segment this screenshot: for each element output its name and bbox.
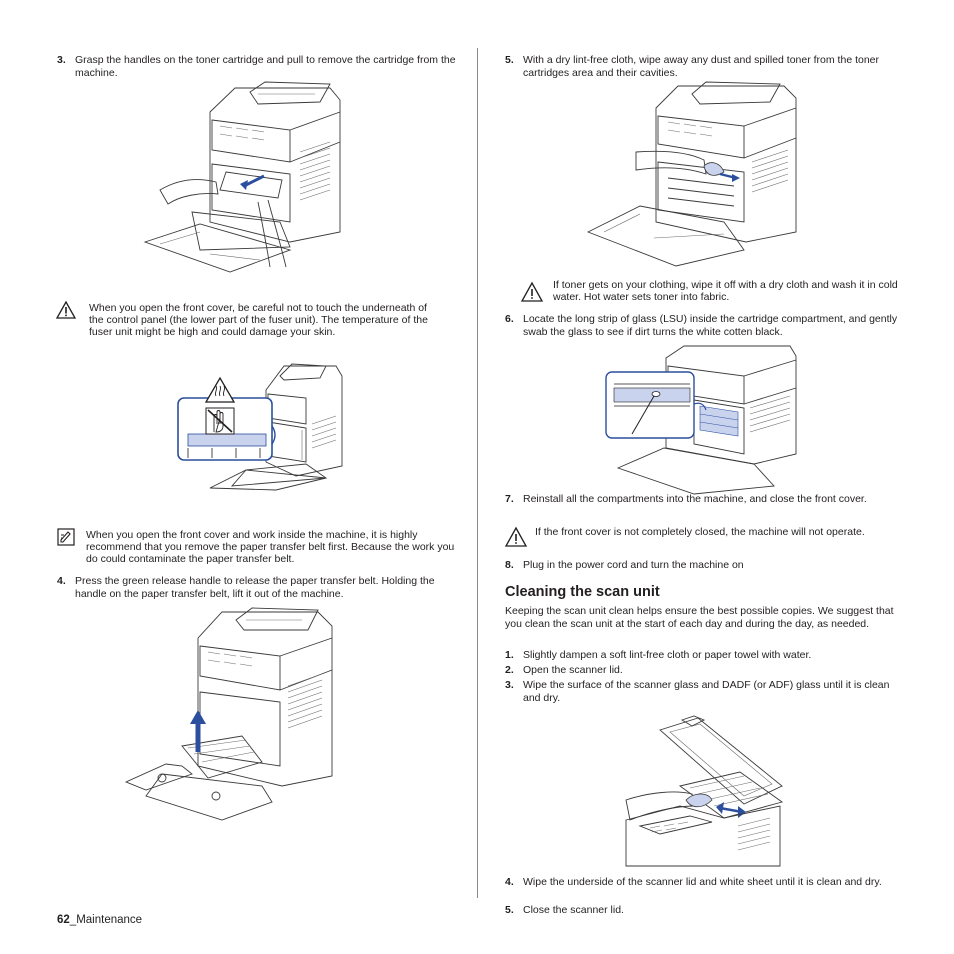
section-heading: Cleaning the scan unit: [505, 584, 660, 600]
figure-lift-transfer-belt: [124, 607, 333, 821]
step-number: 5.: [505, 904, 514, 916]
step-3-remove-toner: 3. Grasp the handles on the toner cartri…: [57, 54, 457, 79]
scan-step-4: 4. Wipe the underside of the scanner lid…: [505, 876, 900, 889]
step-text: With a dry lint-free cloth, wipe away an…: [523, 54, 880, 79]
step-number: 4.: [57, 575, 66, 587]
page-number: 62: [57, 914, 70, 926]
caution-cover-closed: If the front cover is not completely clo…: [535, 526, 865, 538]
scan-step-3: 3. Wipe the surface of the scanner glass…: [505, 679, 900, 704]
caution-fuser-hot: When you open the front cover, be carefu…: [89, 302, 428, 338]
caution-icon: [504, 526, 528, 547]
caution-icon: [520, 281, 544, 302]
step-text: Open the scanner lid.: [523, 664, 623, 676]
step-number: 5.: [505, 54, 514, 66]
step-text: Grasp the handles on the toner cartridge…: [75, 54, 456, 79]
scan-step-1: 1. Slightly dampen a soft lint-free clot…: [505, 649, 900, 662]
step-text: Locate the long strip of glass (LSU) ins…: [523, 313, 898, 338]
step-text: Reinstall all the compartments into the …: [523, 493, 867, 505]
column-divider: [477, 48, 478, 898]
figure-wipe-scanner-glass: [625, 715, 784, 867]
step-number: 7.: [505, 493, 514, 505]
figure-wipe-cavity: [586, 81, 797, 267]
page-footer: 62_Maintenance: [57, 914, 142, 926]
step-4-remove-belt: 4. Press the green release handle to rel…: [57, 575, 457, 600]
step-text: Press the green release handle to releas…: [75, 575, 435, 600]
step-number: 3.: [505, 679, 514, 691]
step-6-clean-lsu: 6. Locate the long strip of glass (LSU) …: [505, 313, 900, 338]
step-number: 2.: [505, 664, 514, 676]
step-8-power-on: 8. Plug in the power cord and turn the m…: [505, 559, 900, 572]
step-number: 1.: [505, 649, 514, 661]
step-text: Close the scanner lid.: [523, 904, 624, 916]
note-remove-belt-first: When you open the front cover and work i…: [86, 529, 455, 565]
step-number: 3.: [57, 54, 66, 66]
figure-swab-lsu: [605, 345, 797, 495]
scan-step-5: 5. Close the scanner lid.: [505, 904, 900, 917]
step-number: 6.: [505, 313, 514, 325]
scan-step-2: 2. Open the scanner lid.: [505, 664, 900, 677]
figure-fuser-warning: [177, 363, 343, 491]
step-number: 4.: [505, 876, 514, 888]
step-text: Wipe the surface of the scanner glass an…: [523, 679, 890, 704]
figure-remove-toner: [143, 81, 341, 273]
step-text: Plug in the power cord and turn the mach…: [523, 559, 744, 571]
step-7-reinstall: 7. Reinstall all the compartments into t…: [505, 493, 900, 506]
footer-section: _Maintenance: [69, 914, 143, 926]
step-text: Wipe the underside of the scanner lid an…: [523, 876, 882, 888]
step-number: 8.: [505, 559, 514, 571]
note-icon: [57, 528, 75, 546]
step-text: Slightly dampen a soft lint-free cloth o…: [523, 649, 812, 661]
section-intro: Keeping the scan unit clean helps ensure…: [505, 605, 894, 630]
step-5-wipe-toner-area: 5. With a dry lint-free cloth, wipe away…: [505, 54, 900, 79]
caution-toner-clothing: If toner gets on your clothing, wipe it …: [553, 279, 898, 303]
caution-icon: [55, 300, 77, 319]
